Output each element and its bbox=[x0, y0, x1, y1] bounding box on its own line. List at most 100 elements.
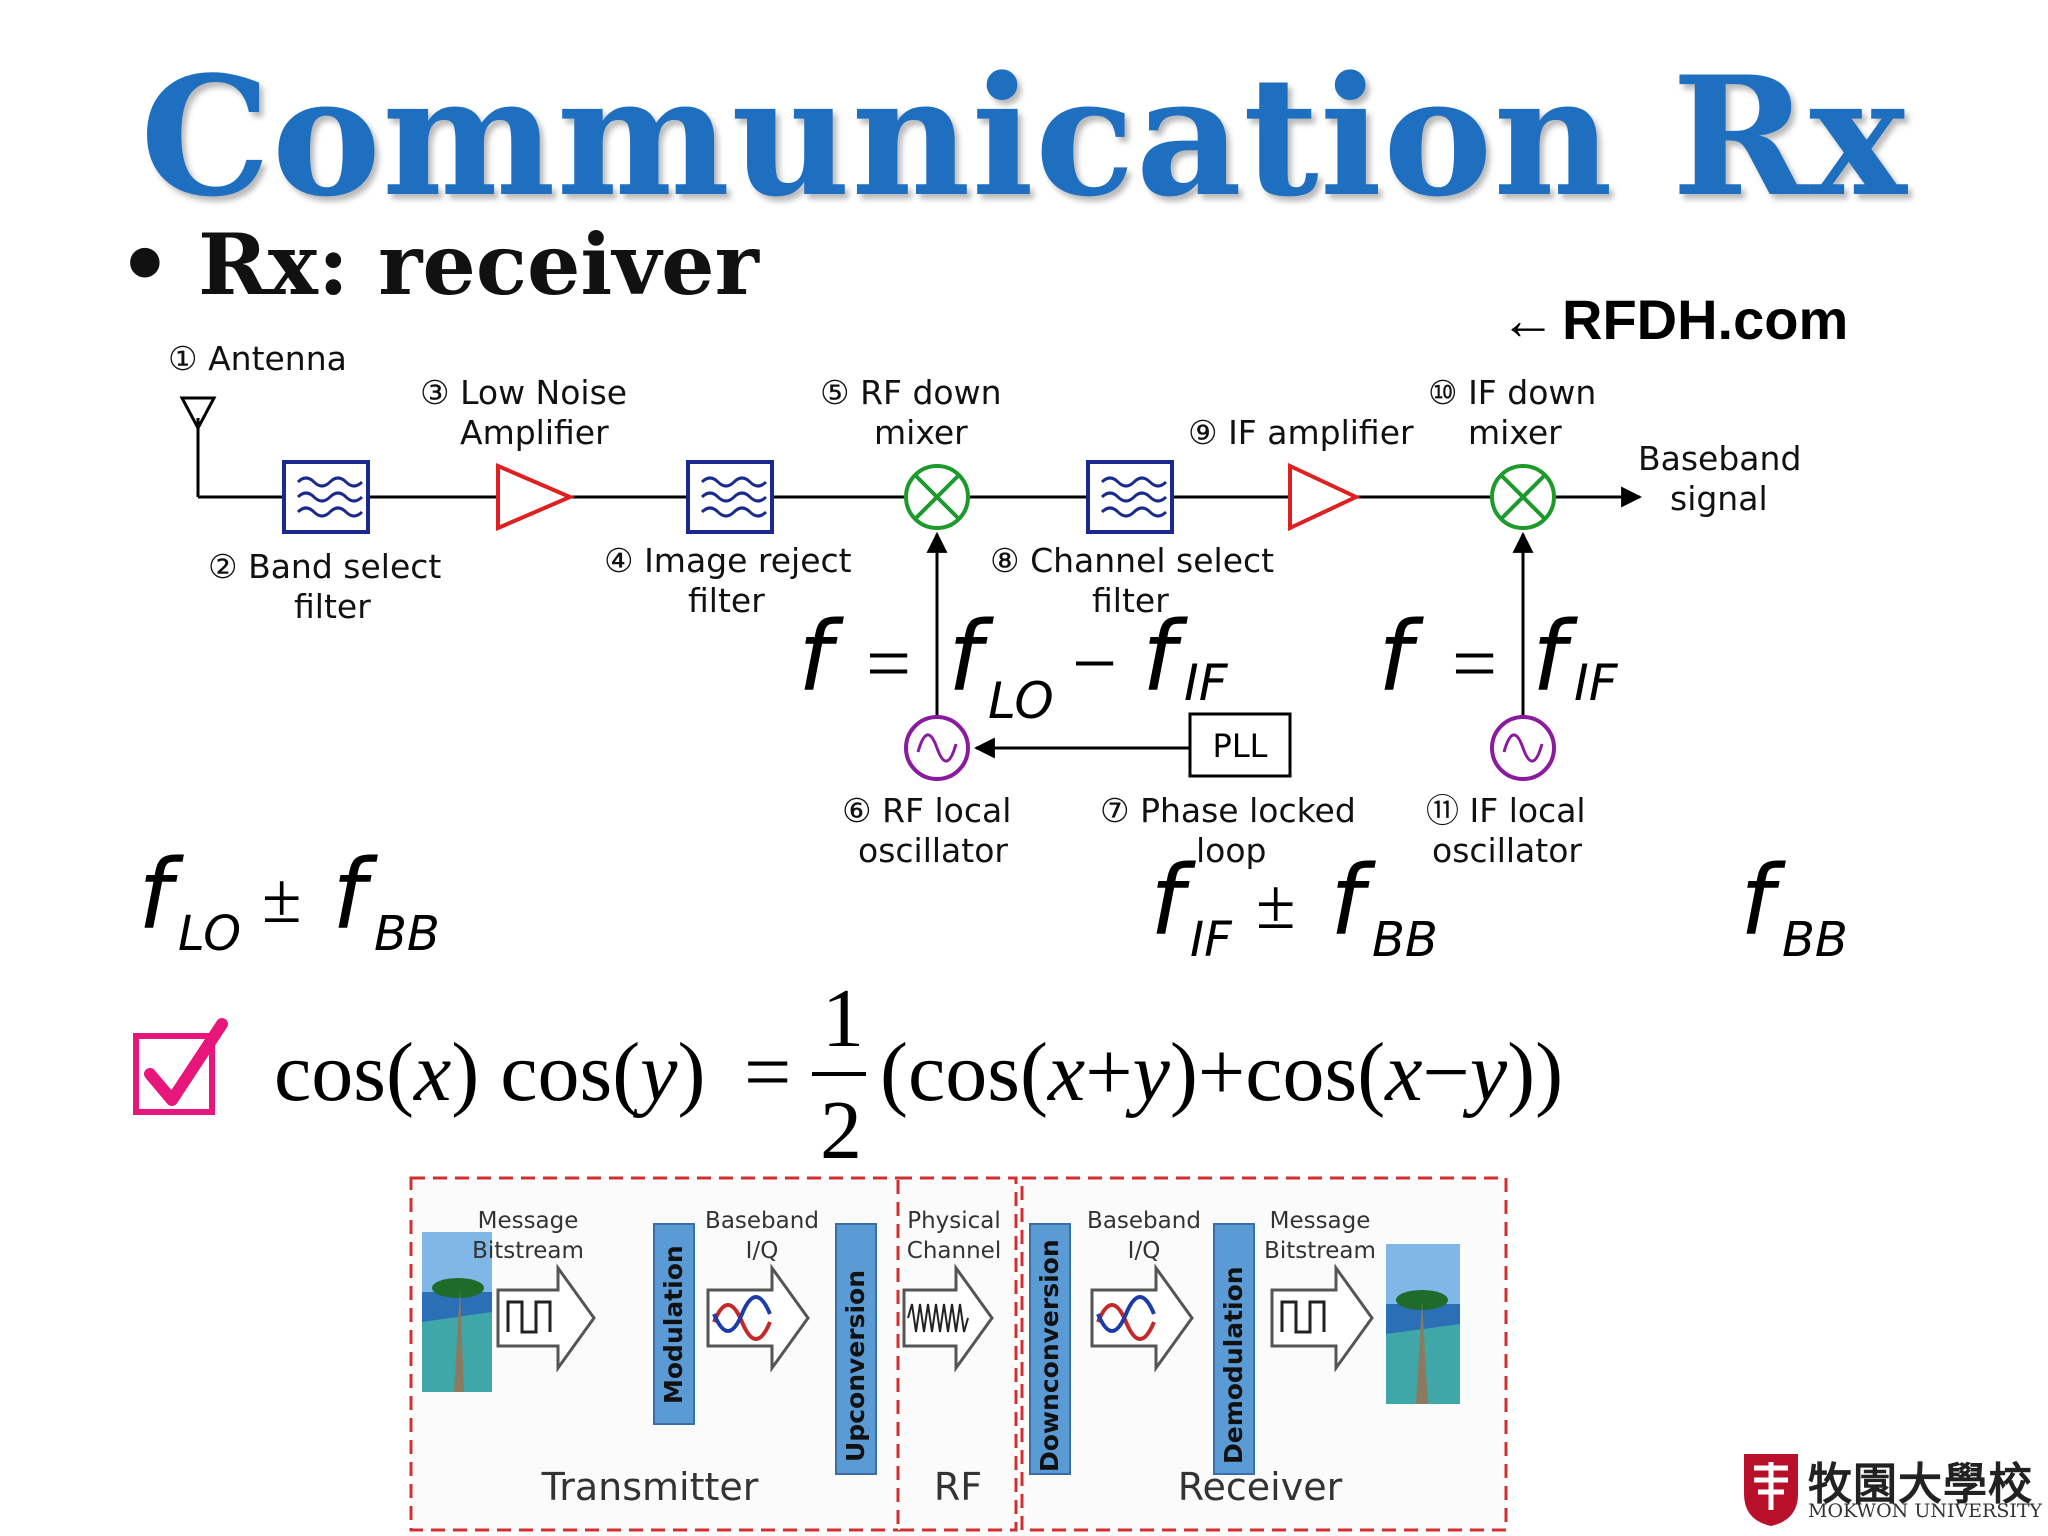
identity-equals: = bbox=[744, 1026, 791, 1119]
channel-label-1: Physical bbox=[907, 1208, 1001, 1234]
label-band-1: ② Band select bbox=[208, 547, 441, 586]
label-baseband-2: signal bbox=[1670, 479, 1768, 518]
label-rf-mixer-2: mixer bbox=[874, 413, 968, 452]
label-channel-2: filter bbox=[1092, 581, 1169, 620]
checked-box-icon bbox=[133, 1018, 228, 1115]
label-baseband-1: Baseband bbox=[1638, 439, 1801, 478]
rf-local-oscillator-icon bbox=[904, 715, 970, 781]
receiver-chain-diagram: PLL ① Antenna ③ Low Noise Amplifier ② Ba… bbox=[168, 339, 1801, 870]
lobb-s1: LO bbox=[178, 906, 241, 962]
lobb-f2: f bbox=[332, 839, 378, 951]
transmitter-label: Transmitter bbox=[541, 1465, 759, 1509]
label-if-mixer-2: mixer bbox=[1468, 413, 1562, 452]
square-wave-rx-icon bbox=[1280, 1300, 1326, 1334]
demodulation-label: Demodulation bbox=[1219, 1266, 1248, 1464]
downconversion-label: Downconversion bbox=[1035, 1239, 1064, 1472]
antenna-icon bbox=[179, 396, 217, 432]
source-island-image bbox=[422, 1232, 492, 1392]
lobb-pm: ± bbox=[262, 858, 302, 938]
label-if-lo-1: ⑪ IF local bbox=[1426, 791, 1586, 830]
label-if-lo-2: oscillator bbox=[1432, 831, 1582, 870]
channel-signal-icon bbox=[907, 1303, 969, 1333]
product-to-sum-identity: cos(x) cos(y) = 1 2 (cos(x+y)+cos(x−y)) bbox=[274, 972, 1563, 1177]
rf-label: RF bbox=[934, 1465, 982, 1509]
university-logo-text: 牧園大學校 bbox=[1808, 1459, 2033, 1510]
iq-wave-rx-icon bbox=[1096, 1295, 1156, 1341]
ifbb-f2: f bbox=[1330, 845, 1376, 957]
label-image-2: filter bbox=[688, 581, 765, 620]
rf-eq-fif: f bbox=[1142, 601, 1188, 713]
bb-freq: f BB bbox=[1740, 845, 1848, 968]
label-pll-1: ⑦ Phase locked bbox=[1100, 791, 1356, 830]
iq-wave-tx-icon bbox=[712, 1295, 772, 1341]
ifbb-s2: BB bbox=[1372, 912, 1438, 968]
label-if-amp: ⑨ IF amplifier bbox=[1188, 413, 1414, 452]
university-emblem-icon bbox=[1744, 1454, 1798, 1526]
arrow-bitstream-rx bbox=[1270, 1263, 1374, 1373]
square-wave-tx-icon bbox=[506, 1300, 552, 1334]
if-eq-f: f bbox=[1378, 601, 1424, 713]
label-band-2: filter bbox=[294, 587, 371, 626]
arrow-iq-rx bbox=[1090, 1263, 1194, 1373]
arrow-channel bbox=[902, 1263, 994, 1373]
identity-denominator: 2 bbox=[820, 1084, 862, 1177]
if-local-oscillator-icon bbox=[1490, 715, 1556, 781]
tx-message-label-2: Bitstream bbox=[472, 1238, 584, 1264]
rf-eq-f: f bbox=[798, 601, 844, 713]
rf-eq-equals: = bbox=[866, 620, 911, 708]
lo-pm-bb: f LO ± f BB bbox=[138, 839, 440, 962]
university-logo-subtext: MOKWON UNIVERSITY bbox=[1808, 1500, 2043, 1522]
bb-f: f bbox=[1740, 845, 1786, 957]
if-eq-equals: = bbox=[1452, 620, 1497, 708]
left-arrow-icon: ← bbox=[1500, 288, 1556, 351]
downconversion-block bbox=[1029, 1223, 1071, 1475]
tx-baseband-label-2: I/Q bbox=[746, 1238, 779, 1264]
band-select-filter-icon bbox=[282, 460, 370, 534]
modulation-block bbox=[653, 1223, 695, 1425]
rx-message-label-1: Message bbox=[1270, 1208, 1371, 1234]
system-block-diagram: Modulation Upconversion Downconversion D… bbox=[409, 1176, 1508, 1532]
ifbb-s1: IF bbox=[1190, 912, 1233, 968]
if-eq-if-sub: IF bbox=[1574, 654, 1619, 712]
rx-message-label-2: Bitstream bbox=[1264, 1238, 1376, 1264]
upconversion-label: Upconversion bbox=[841, 1270, 870, 1462]
label-antenna: ① Antenna bbox=[168, 339, 347, 378]
label-rf-mixer-1: ⑤ RF down bbox=[820, 373, 1002, 412]
modulation-label: Modulation bbox=[659, 1245, 688, 1404]
if-pm-bb: f IF ± f BB bbox=[1150, 845, 1438, 968]
rx-baseband-label-1: Baseband bbox=[1087, 1208, 1201, 1234]
label-pll-2: loop bbox=[1196, 831, 1267, 870]
rf-eq-if-sub: IF bbox=[1184, 654, 1229, 712]
label-rf-lo-2: oscillator bbox=[858, 831, 1008, 870]
lobb-s2: BB bbox=[374, 906, 440, 962]
destination-island-image bbox=[1386, 1244, 1460, 1404]
label-if-mixer-1: ⑩ IF down bbox=[1428, 373, 1596, 412]
label-image-1: ④ Image reject bbox=[604, 541, 852, 580]
if-amplifier-icon bbox=[1288, 462, 1361, 532]
demodulation-block bbox=[1213, 1223, 1255, 1475]
label-channel-1: ⑧ Channel select bbox=[990, 541, 1274, 580]
label-lna-2: Amplifier bbox=[460, 413, 609, 452]
label-lna-1: ③ Low Noise bbox=[420, 373, 627, 412]
math-overlay: f = f LO − f IF f = f IF f LO ± f BB f I… bbox=[133, 601, 1848, 1177]
slide-title: Communication Rx bbox=[140, 40, 1908, 233]
channel-label-2: Channel bbox=[907, 1238, 1001, 1264]
source-text: RFDH.com bbox=[1562, 288, 1849, 351]
rf-eq-lo-sub: LO bbox=[988, 672, 1054, 730]
identity-numerator: 1 bbox=[822, 972, 864, 1065]
image-reject-filter-icon bbox=[686, 460, 774, 534]
bullet-text: Rx: receiver bbox=[198, 215, 759, 314]
rf-eq-minus: − bbox=[1072, 620, 1117, 708]
tx-message-label-1: Message bbox=[478, 1208, 579, 1234]
identity-lhs: cos(x) cos(y) bbox=[274, 1026, 705, 1119]
source-credit: ←RFDH.com bbox=[1500, 287, 1848, 352]
identity-rhs: (cos(x+y)+cos(x−y)) bbox=[880, 1026, 1563, 1119]
label-rf-lo-1: ⑥ RF local bbox=[842, 791, 1011, 830]
rx-baseband-label-2: I/Q bbox=[1128, 1238, 1161, 1264]
bb-s: BB bbox=[1782, 912, 1848, 968]
if-mixer-icon bbox=[1490, 464, 1556, 530]
if-eq-fif: f bbox=[1532, 601, 1578, 713]
channel-select-filter-icon bbox=[1086, 460, 1174, 534]
chain-labels: ① Antenna ③ Low Noise Amplifier ② Band s… bbox=[168, 339, 1801, 870]
